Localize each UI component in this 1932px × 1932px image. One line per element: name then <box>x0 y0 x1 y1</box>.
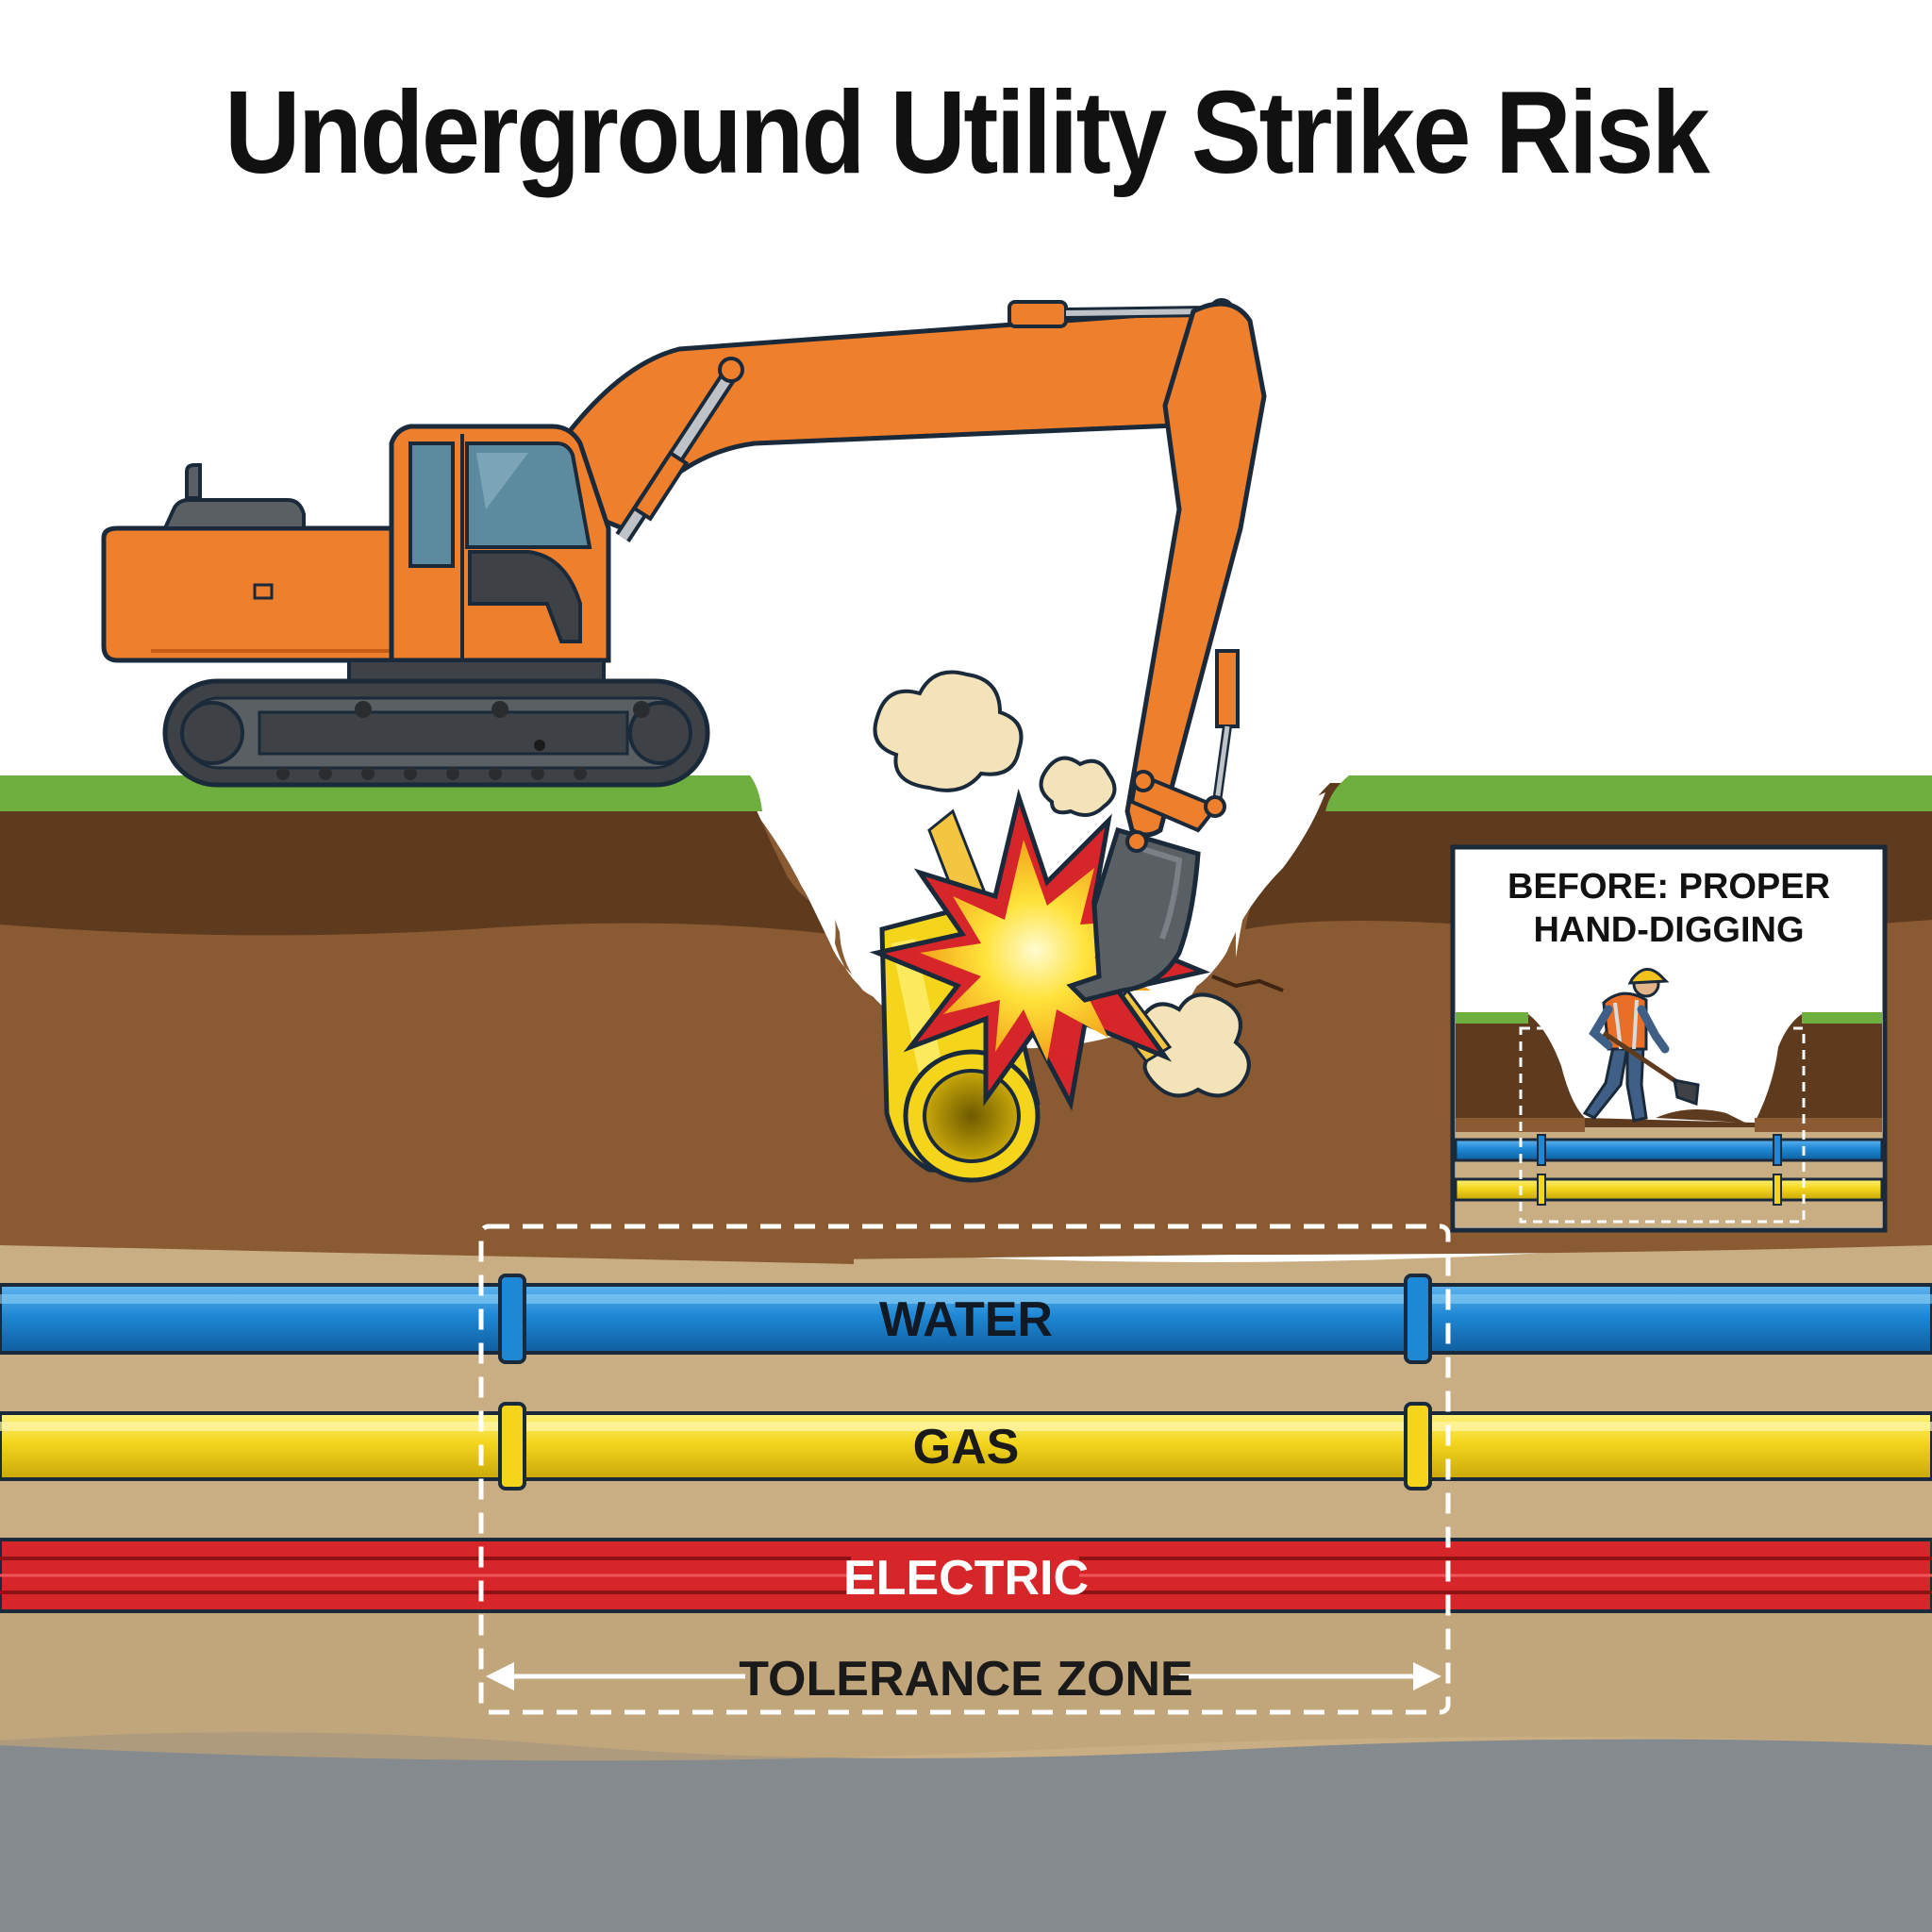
worker <box>1582 968 1700 1123</box>
excavator-body <box>101 525 399 663</box>
excavator-boom <box>525 308 1239 532</box>
bedrock-layer <box>0 1727 1932 1932</box>
topsoil-left <box>0 783 830 936</box>
soil-crack <box>1211 974 1284 992</box>
gas-pipe-joint <box>498 1402 526 1491</box>
cab-window-front <box>408 441 455 568</box>
inset-title-line2: HAND-DIGGING <box>1533 910 1804 950</box>
gas-main <box>0 1402 1932 1491</box>
tolerance-zone-label: TOLERANCE ZONE <box>739 1652 1193 1707</box>
cab-seat <box>468 550 582 643</box>
grass-right <box>1325 775 1932 811</box>
gas-label: GAS <box>913 1420 1020 1474</box>
excavator-bucket <box>1066 826 1201 1003</box>
excavator-arm <box>1124 301 1267 838</box>
page-title: Underground Utility Strike Risk <box>225 68 1710 198</box>
electric-label-bg <box>851 1549 1079 1602</box>
inset-title-line1: BEFORE: PROPER <box>1507 867 1830 907</box>
tolerance-zone-arrow <box>486 1662 1441 1690</box>
excavator <box>101 298 1267 1003</box>
gas-pipe-joint <box>1404 1402 1432 1491</box>
water-pipe-joint <box>498 1274 526 1364</box>
water-main <box>0 1274 1932 1364</box>
tolerance-zone-box <box>478 1224 1451 1715</box>
water-pipe-joint <box>1404 1274 1432 1364</box>
inset-panel <box>1450 844 1888 1233</box>
electric-label: ELECTRIC <box>843 1551 1089 1606</box>
water-label: WATER <box>879 1292 1053 1347</box>
